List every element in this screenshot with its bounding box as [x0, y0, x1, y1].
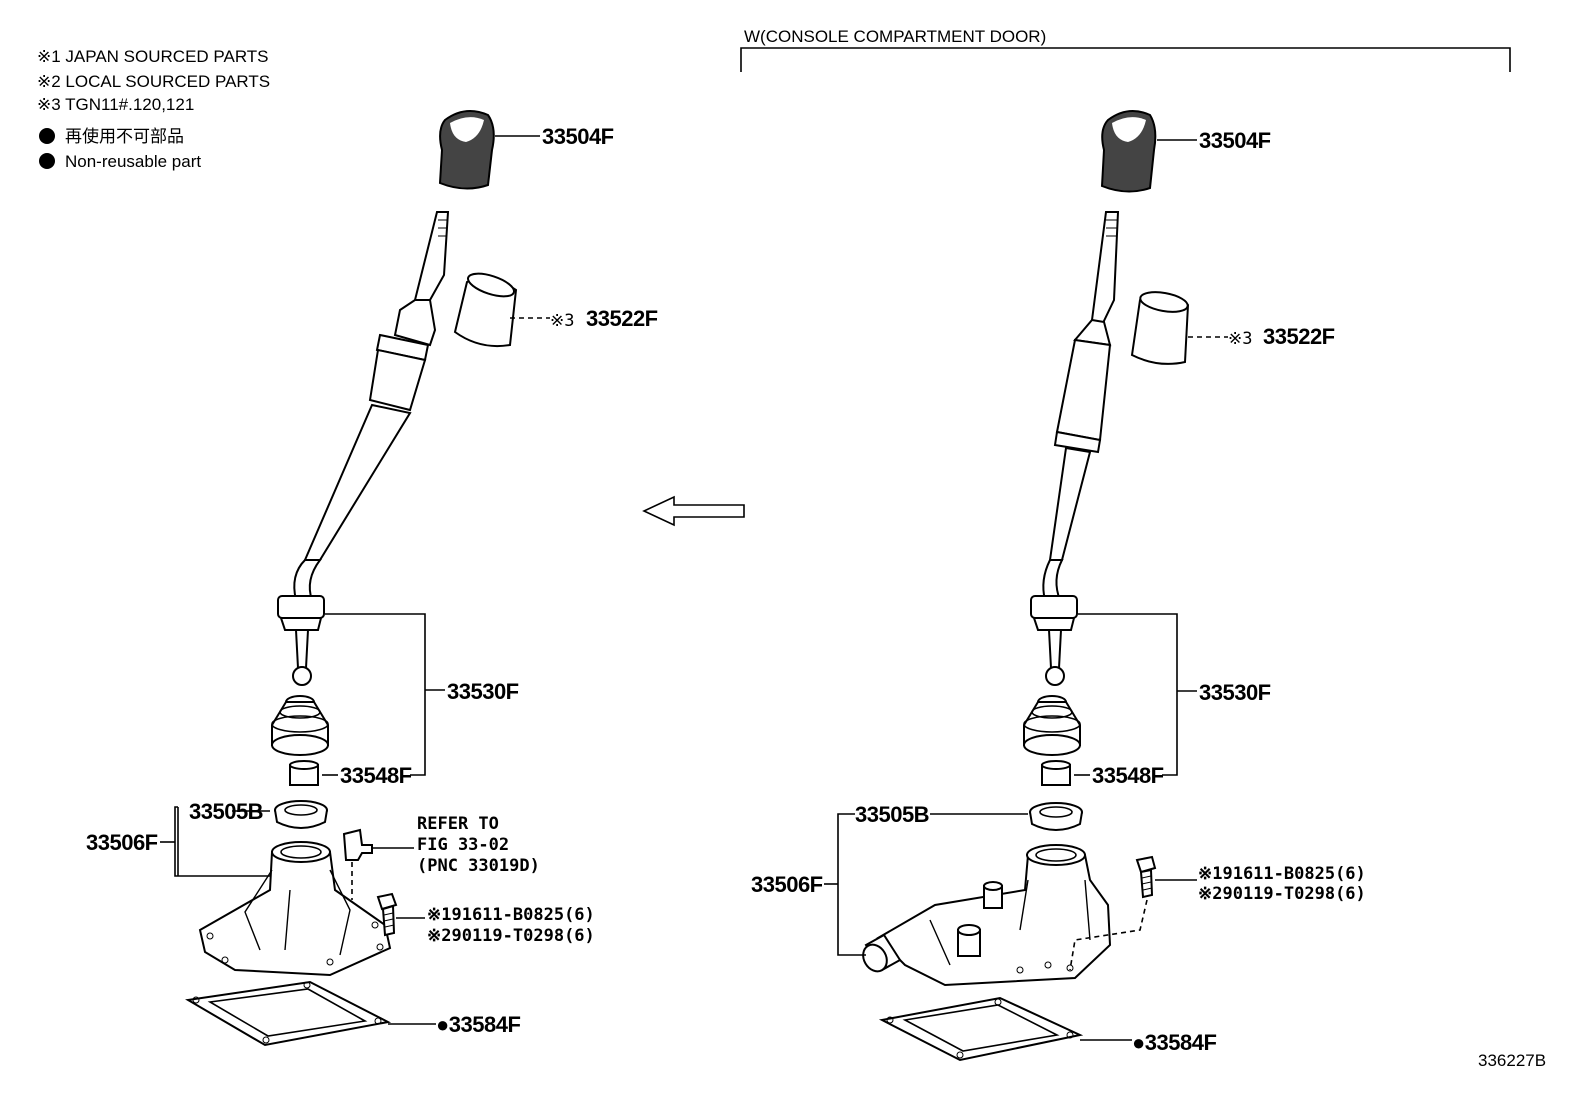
right-retainer-label: 33506F	[751, 872, 823, 897]
lever-socket-drawing	[1030, 595, 1078, 686]
legend-non-reusable-jp: 再使用不可部品	[65, 126, 184, 146]
gasket-drawing	[185, 980, 392, 1047]
left-refer-line-1: REFER TO	[417, 814, 499, 834]
dust-boot-drawing	[271, 695, 329, 756]
left-assembly: 33504F ※3 33522F	[86, 110, 658, 1047]
seat-drawing	[274, 800, 328, 829]
legend: ※1 JAPAN SOURCED PARTS ※2 LOCAL SOURCED …	[37, 47, 270, 171]
retainer-drawing	[198, 841, 392, 977]
shift-knob-drawing	[438, 110, 495, 190]
variant-bracket: W(CONSOLE COMPARTMENT DOOR)	[740, 27, 1511, 72]
bolt-drawing	[376, 892, 398, 937]
variant-bracket-line	[740, 47, 1511, 72]
lever-socket-drawing	[277, 595, 325, 686]
left-bushing-label: 33548F	[340, 763, 412, 788]
right-bolt-label-2: ※290119-T0298(6)	[1198, 884, 1366, 904]
legend-note-1: ※1 JAPAN SOURCED PARTS	[37, 47, 269, 66]
left-refer-line-2: FIG 33-02	[417, 835, 509, 855]
dust-boot-drawing	[1023, 695, 1081, 756]
right-boot-prefix: ※3	[1228, 329, 1252, 349]
left-seat-label: 33505B	[189, 799, 263, 824]
left-bolt-label-1: ※191611-B0825(6)	[427, 905, 595, 925]
bushing-drawing	[1041, 760, 1071, 786]
seat-drawing	[1029, 802, 1083, 831]
legend-note-2: ※2 LOCAL SOURCED PARTS	[37, 72, 270, 91]
shift-lever-drawing	[1042, 211, 1120, 601]
bushing-drawing	[289, 760, 319, 786]
gasket-drawing	[878, 996, 1084, 1062]
figure-code: 336227B	[1478, 1051, 1546, 1070]
right-bushing-label: 33548F	[1092, 763, 1164, 788]
left-arrow-icon	[642, 495, 745, 527]
left-refer-line-3: (PNC 33019D)	[417, 856, 540, 876]
left-boot-prefix: ※3	[550, 311, 574, 331]
right-boot-label: 33522F	[1263, 324, 1335, 349]
retainer-drawing	[862, 844, 1112, 987]
shift-boot-drawing	[453, 272, 518, 348]
pivot-pin-drawing	[342, 828, 373, 861]
left-boot-label: 33522F	[586, 306, 658, 331]
right-knob-label: 33504F	[1199, 128, 1271, 153]
bolt-drawing	[1135, 855, 1157, 899]
shift-boot-drawing	[1130, 291, 1190, 365]
right-assembly: 33504F ※3 33522F	[751, 110, 1366, 1062]
non-reusable-dot-icon	[39, 128, 55, 144]
shift-lever-drawing	[293, 211, 450, 601]
legend-non-reusable-en: Non-reusable part	[65, 152, 201, 171]
shift-knob-drawing	[1100, 110, 1157, 193]
right-bolt-label-1: ※191611-B0825(6)	[1198, 864, 1366, 884]
variant-title: W(CONSOLE COMPARTMENT DOOR)	[744, 27, 1046, 46]
left-retainer-label: 33506F	[86, 830, 158, 855]
left-lever-assy-label: 33530F	[447, 679, 519, 704]
right-gasket-label: ●33584F	[1132, 1030, 1216, 1055]
right-seat-label: 33505B	[855, 802, 929, 827]
left-bolt-label-2: ※290119-T0298(6)	[427, 926, 595, 946]
right-lever-assy-label: 33530F	[1199, 680, 1271, 705]
non-reusable-dot-icon	[39, 153, 55, 169]
legend-note-3: ※3 TGN11#.120,121	[37, 95, 194, 114]
left-gasket-label: ●33584F	[436, 1012, 520, 1037]
left-knob-label: 33504F	[542, 124, 614, 149]
